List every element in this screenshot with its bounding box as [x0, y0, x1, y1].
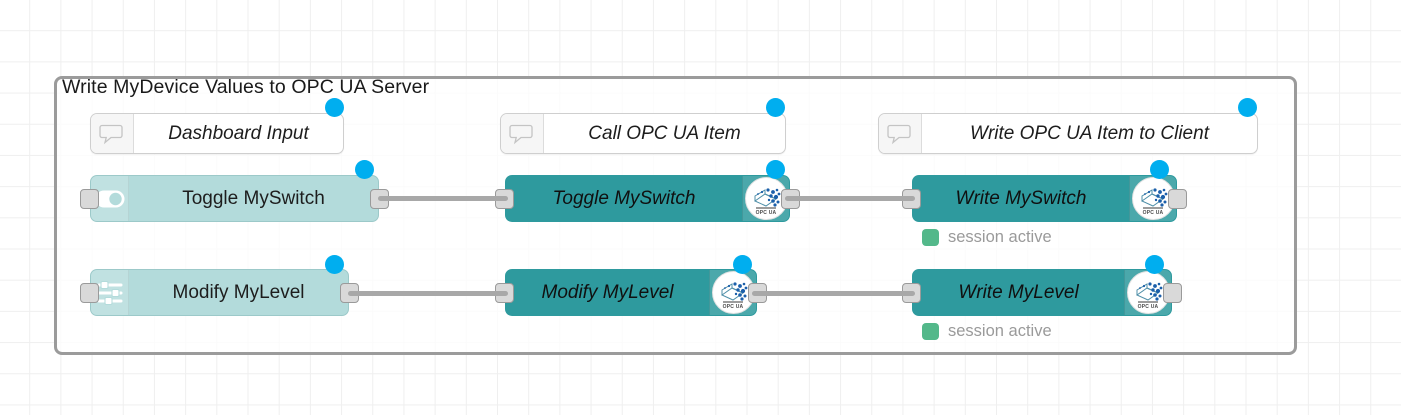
comment-label: Call OPC UA Item: [588, 122, 741, 144]
opcua-badge-text: OPC UA: [722, 304, 744, 310]
node-status-write-mylevel: session active: [922, 322, 1052, 341]
status-dot-write-myswitch-opcua-client: [1150, 160, 1169, 179]
node-modify-mylevel-opcua-item[interactable]: Modify MyLevel: [495, 269, 767, 316]
node-label: Write MySwitch: [955, 187, 1087, 209]
node-label: Write MyLevel: [958, 281, 1079, 303]
status-indicator-square: [922, 229, 939, 246]
node-toggle-myswitch-opcua-item[interactable]: Toggle MySwitch: [495, 175, 800, 222]
comment-icon: [879, 114, 922, 153]
opcua-icon: OPC UA: [709, 270, 756, 315]
status-text: session active: [948, 228, 1052, 246]
comment-node-call-opcua-item[interactable]: Call OPC UA Item: [500, 113, 786, 154]
opcua-icon: OPC UA: [1129, 176, 1176, 221]
node-write-mylevel-opcua-client[interactable]: Write MyLevel: [902, 269, 1182, 316]
node-input-port[interactable]: [80, 188, 99, 209]
status-dot-write-mylevel-opcua-client: [1145, 255, 1164, 274]
node-toggle-myswitch-dashboard[interactable]: Toggle MySwitch: [80, 175, 389, 222]
wire-level-item-to-write[interactable]: [752, 291, 915, 296]
opcua-badge-text: OPC UA: [755, 210, 777, 216]
comment-icon: [501, 114, 544, 153]
wire-level-dash-to-item[interactable]: [348, 291, 508, 296]
node-status-write-myswitch: session active: [922, 228, 1052, 247]
node-output-port[interactable]: [1168, 188, 1187, 209]
node-write-myswitch-opcua-client[interactable]: Write MySwitch: [902, 175, 1187, 222]
node-group-title: Write MyDevice Values to OPC UA Server: [62, 76, 430, 98]
wire-toggle-dash-to-item[interactable]: [378, 196, 508, 201]
node-label: Toggle MySwitch: [182, 187, 325, 209]
opcua-badge-text: OPC UA: [1142, 210, 1164, 216]
status-text: session active: [948, 322, 1052, 340]
wire-toggle-item-to-write[interactable]: [785, 196, 915, 201]
node-input-port[interactable]: [80, 282, 99, 303]
node-label: Toggle MySwitch: [552, 187, 696, 209]
comment-label: Write OPC UA Item to Client: [970, 122, 1209, 144]
status-dot-toggle-myswitch-dashboard: [355, 160, 374, 179]
status-dot-comment-write-opcua-item-to-client: [1238, 98, 1257, 117]
comment-node-write-opcua-item-to-client[interactable]: Write OPC UA Item to Client: [878, 113, 1258, 154]
status-indicator-square: [922, 323, 939, 340]
toggle-switch-icon: [91, 176, 129, 221]
status-dot-toggle-myswitch-opcua-item: [766, 160, 785, 179]
comment-node-dashboard-input[interactable]: Dashboard Input: [90, 113, 344, 154]
node-label: Modify MyLevel: [172, 281, 305, 303]
opcua-badge-text: OPC UA: [1137, 304, 1159, 310]
status-dot-modify-mylevel-dashboard: [325, 255, 344, 274]
node-label: Modify MyLevel: [541, 281, 674, 303]
node-output-port[interactable]: [1163, 282, 1182, 303]
status-dot-modify-mylevel-opcua-item: [733, 255, 752, 274]
comment-label: Dashboard Input: [168, 122, 309, 144]
comment-icon: [91, 114, 134, 153]
status-dot-comment-dashboard-input: [325, 98, 344, 117]
status-dot-comment-call-opcua-item: [766, 98, 785, 117]
node-modify-mylevel-dashboard[interactable]: Modify MyLevel: [80, 269, 359, 316]
